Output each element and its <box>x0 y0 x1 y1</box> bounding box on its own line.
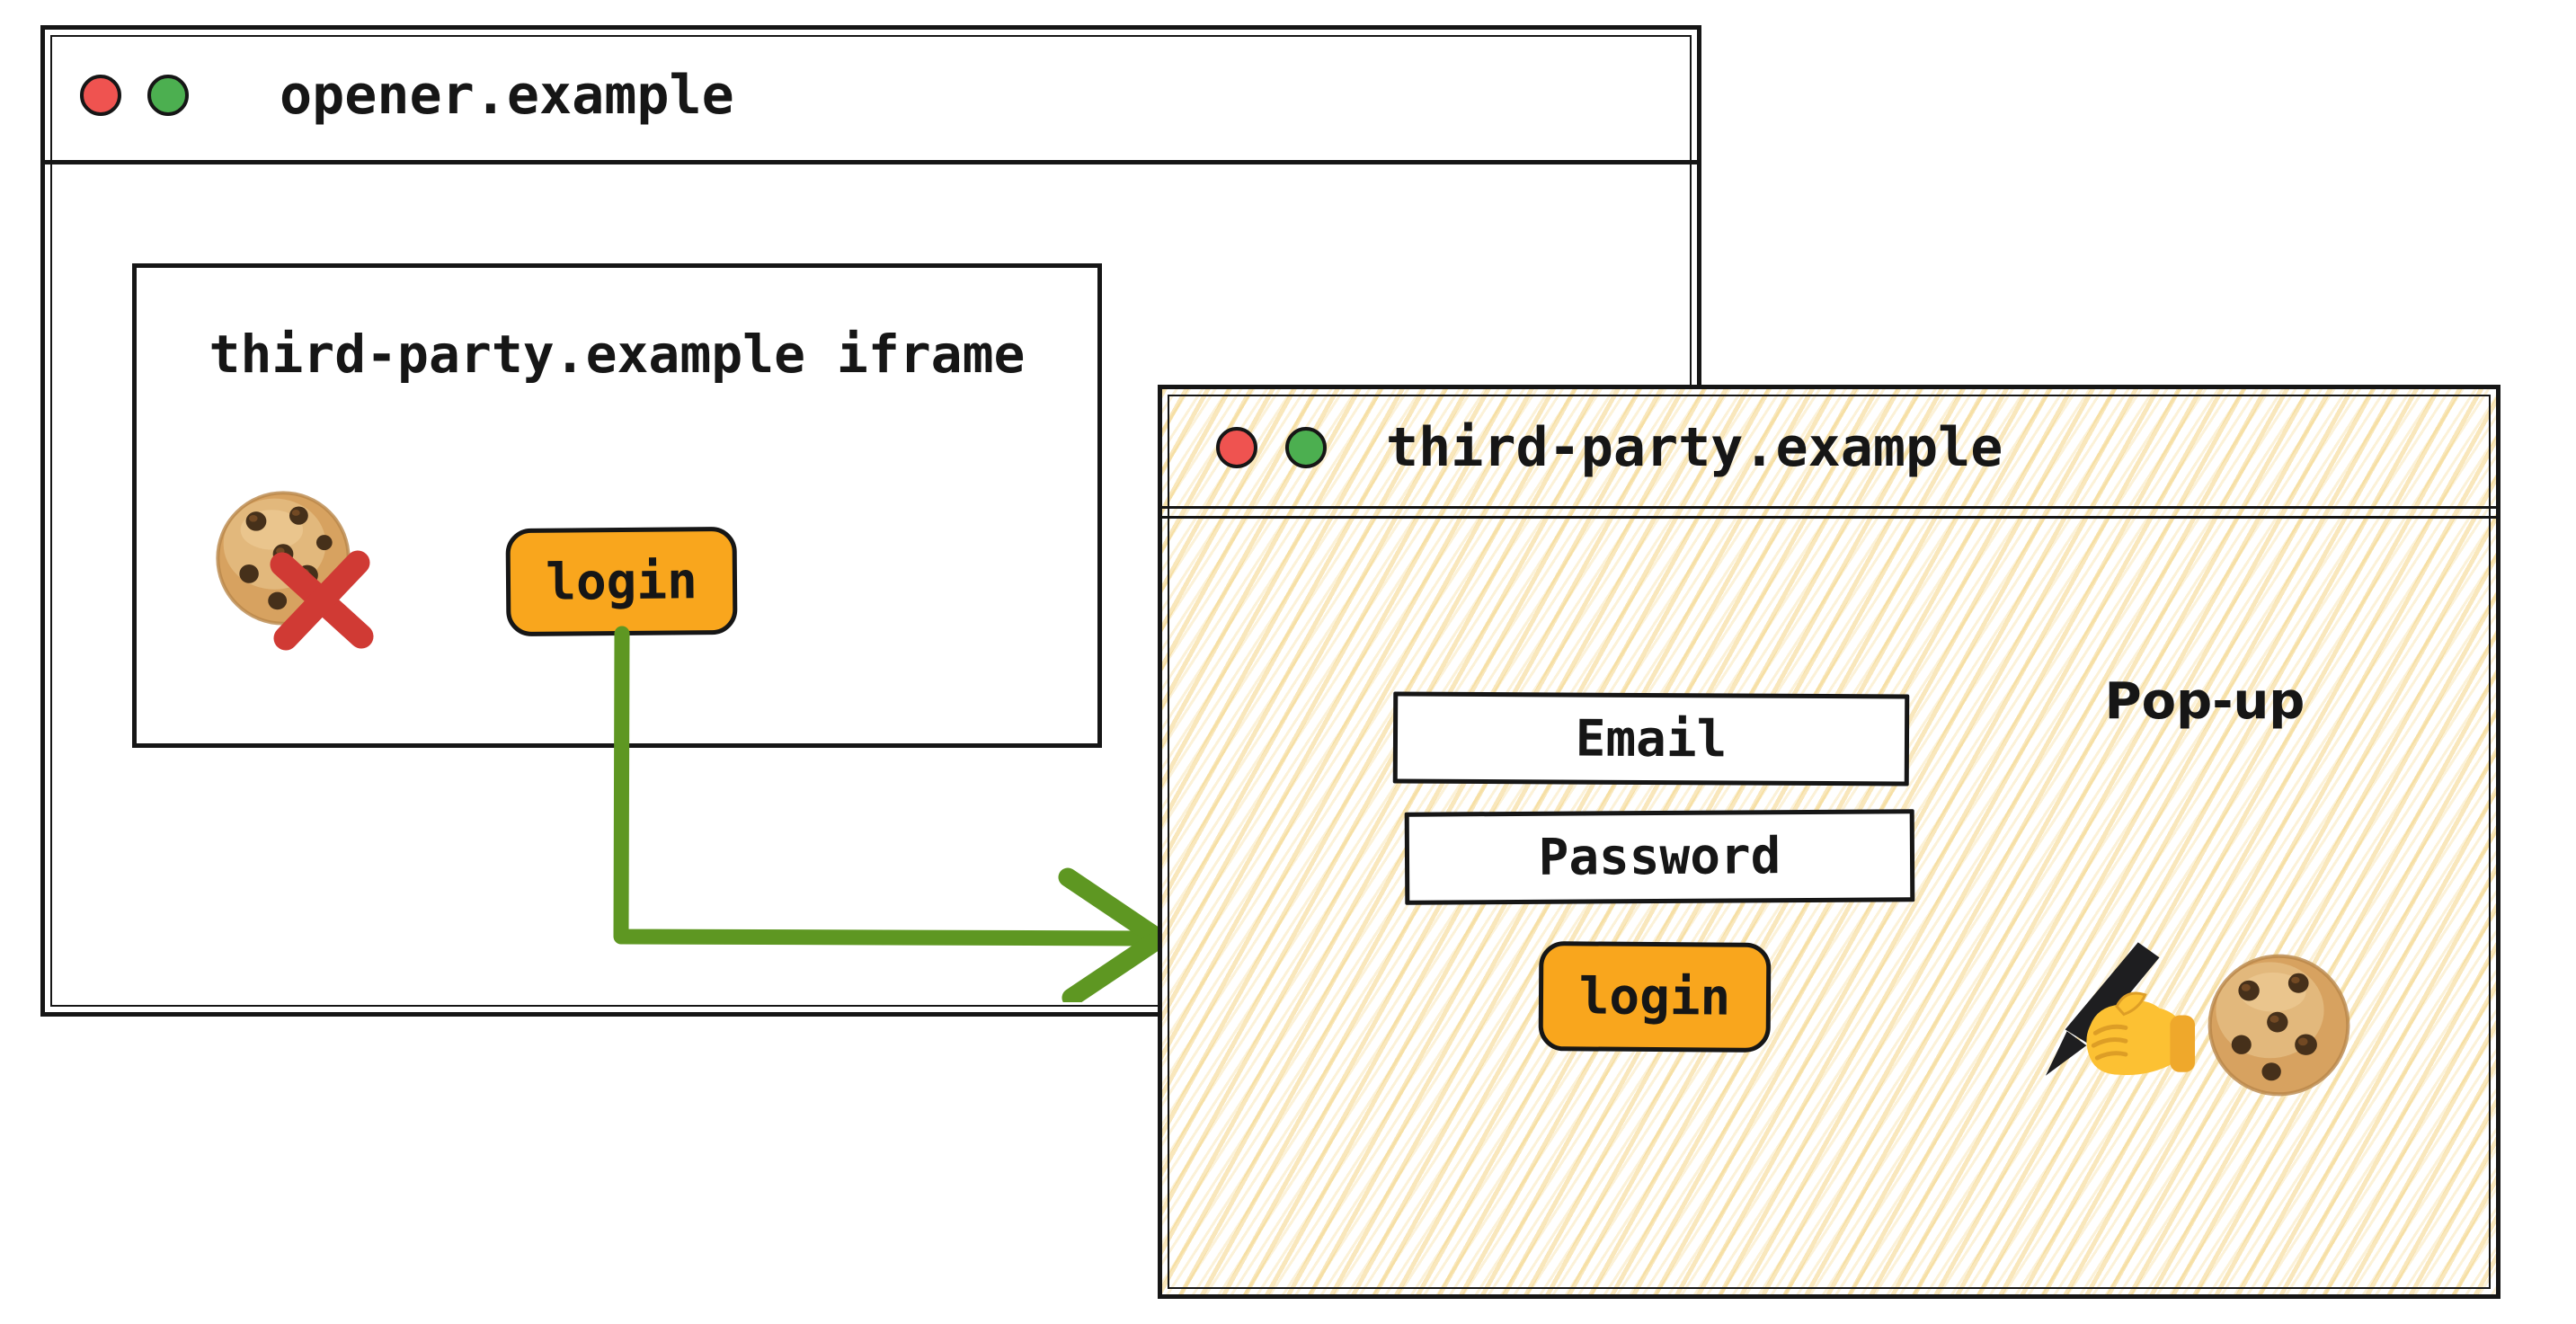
login-to-popup-arrow-icon <box>613 626 1166 1002</box>
writing-hand-icon <box>2045 942 2196 1076</box>
popup-window-title: third-party.example <box>1386 416 2003 479</box>
traffic-light-red-icon[interactable] <box>80 74 121 116</box>
email-field[interactable] <box>1392 691 1910 786</box>
popup-traffic-light-green-icon[interactable] <box>1285 427 1327 468</box>
titlebar-divider <box>1162 516 2496 519</box>
popup-traffic-light-red-icon[interactable] <box>1216 427 1257 468</box>
iframe-login-button[interactable]: login <box>505 526 738 637</box>
popup-annotation-label: Pop-up <box>2104 672 2305 731</box>
popup-cookie-icon <box>2207 954 2350 1097</box>
popup-browser-window: third-party.example login Pop-up <box>1158 385 2500 1299</box>
red-cross-icon <box>270 550 374 651</box>
opener-window-title: opener.example <box>280 63 734 127</box>
opener-titlebar: opener.example <box>45 30 1697 164</box>
password-field[interactable] <box>1404 809 1915 905</box>
popup-login-button[interactable]: login <box>1538 941 1772 1053</box>
iframe-label: third-party.example iframe <box>209 324 1026 385</box>
traffic-light-green-icon[interactable] <box>147 74 189 116</box>
popup-titlebar: third-party.example <box>1162 389 2496 509</box>
